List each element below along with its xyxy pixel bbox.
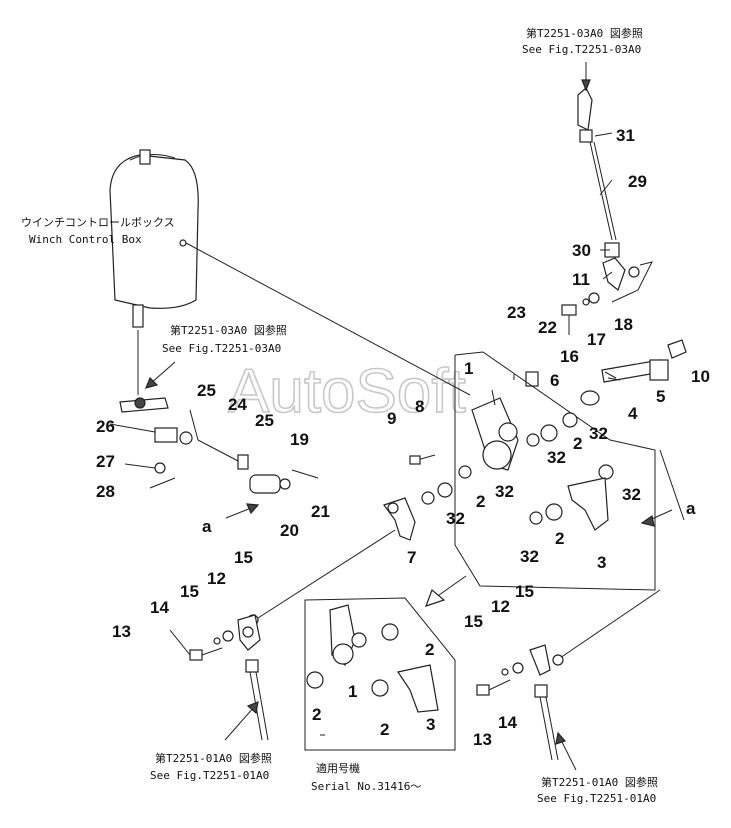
callout-15a: 15 [234, 548, 253, 567]
a-left: a [202, 517, 212, 536]
winch-control-box [109, 149, 199, 328]
callout-17: 17 [587, 330, 606, 349]
callout-1: 1 [464, 359, 473, 378]
serial-en: Serial No.31416〜 [311, 780, 421, 793]
top-ref-jp: 第T2251-03A0 図参照 [526, 26, 643, 40]
callout-30: 30 [572, 241, 591, 260]
callout-25a: 25 [197, 381, 216, 400]
callout-31: 31 [616, 126, 635, 145]
callout-10: 10 [691, 367, 710, 386]
leader-lines [109, 132, 613, 656]
callout-13a: 13 [112, 622, 131, 641]
pin-assembly [580, 339, 687, 406]
callout-2f: 2 [380, 720, 389, 739]
callout-32f: 32 [520, 547, 539, 566]
callout-11: 11 [572, 270, 590, 289]
br-ref-jp: 第T2251-01A0 図参照 [541, 775, 658, 789]
br-ref-en: See Fig.T2251-01A0 [537, 792, 656, 805]
callout-2b: 2 [476, 492, 485, 511]
left-ref-en: See Fig.T2251-03A0 [162, 342, 281, 355]
box-label-en: Winch Control Box [29, 233, 142, 246]
callout-8: 8 [415, 397, 424, 416]
right-rod-end [476, 644, 564, 761]
lever-7 [383, 497, 416, 541]
callout-28: 28 [96, 482, 115, 501]
a-right: a [686, 499, 696, 518]
callout-22: 22 [538, 318, 557, 337]
serial-jp: 適用号機 [316, 761, 360, 775]
callout-24: 24 [228, 395, 247, 414]
left-rod-end [189, 614, 269, 741]
callout-15d: 15 [464, 612, 483, 631]
callout-18: 18 [614, 315, 633, 334]
callout-21: 21 [311, 502, 330, 521]
callout-3: 3 [597, 553, 606, 572]
bl-ref-en: See Fig.T2251-01A0 [150, 769, 269, 782]
bl-ref-jp: 第T2251-01A0 図参照 [155, 751, 272, 765]
callout-15b: 15 [180, 582, 199, 601]
callout-7: 7 [407, 548, 416, 567]
callout-19: 19 [290, 430, 309, 449]
callout-1b: 1 [348, 682, 357, 701]
top-rod-assembly [577, 87, 653, 303]
callout-6: 6 [550, 371, 559, 390]
callout-12b: 12 [491, 597, 510, 616]
callout-2d: 2 [425, 640, 434, 659]
left-ref-jp: 第T2251-03A0 図参照 [170, 323, 287, 337]
callout-32a: 32 [589, 424, 608, 443]
callout-32d: 32 [495, 482, 514, 501]
callout-2e: 2 [312, 705, 321, 724]
callout-15c: 15 [515, 582, 534, 601]
callout-25b: 25 [255, 411, 274, 430]
callout-14a: 14 [150, 598, 169, 617]
callout-3b: 3 [426, 715, 435, 734]
inset-detail [304, 597, 456, 751]
box-label-jp: ウインチコントロールボックス [21, 216, 175, 229]
callout-12a: 12 [207, 569, 226, 588]
callout-26: 26 [96, 417, 115, 436]
top-ref-en: See Fig.T2251-03A0 [522, 43, 641, 56]
callout-5: 5 [656, 387, 665, 406]
callout-29: 29 [628, 172, 647, 191]
callout-20: 20 [280, 521, 299, 540]
callout-2c: 2 [555, 529, 564, 548]
callout-32c: 32 [622, 485, 641, 504]
callout-9: 9 [387, 409, 396, 428]
callout-4: 4 [628, 404, 638, 423]
callout-32b: 32 [547, 448, 566, 467]
watermark: AutoSoft [228, 357, 466, 426]
callout-14b: 14 [498, 713, 517, 732]
callout-23: 23 [507, 303, 526, 322]
left-linkage [119, 397, 319, 494]
callout-13b: 13 [473, 730, 492, 749]
callout-32e: 32 [446, 509, 465, 528]
callout-2a: 2 [573, 434, 582, 453]
arrows [144, 62, 673, 771]
callout-16: 16 [560, 347, 579, 366]
callout-27: 27 [96, 452, 115, 471]
main-lever [409, 397, 614, 531]
